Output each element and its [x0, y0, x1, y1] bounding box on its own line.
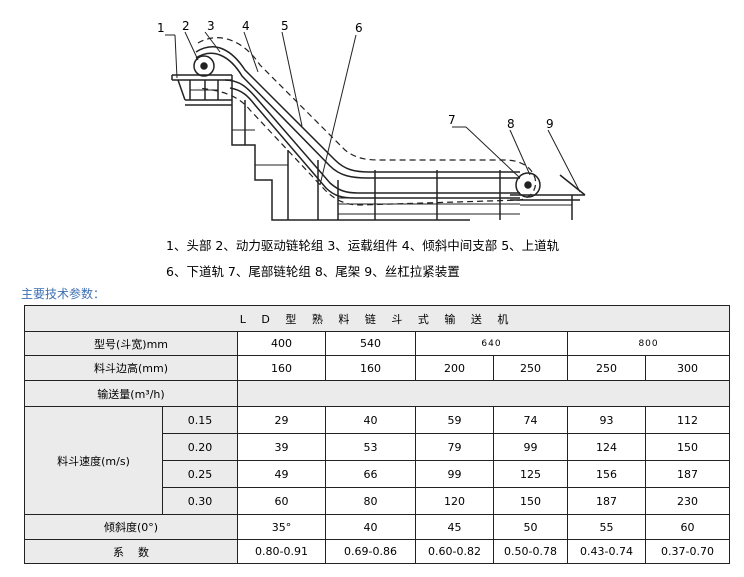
row-label-capacity: 输送量(m³/h): [24, 380, 238, 407]
table-cell: 250: [567, 355, 646, 381]
speed-value: 0.20: [162, 433, 238, 461]
diagram-legend-line-2: 6、下道轨 7、尾部链轮组 8、尾架 9、丝杠拉紧装置: [166, 264, 460, 279]
callout-4: 4: [242, 19, 250, 33]
callout-9: 9: [546, 117, 554, 131]
table-cell: 79: [415, 433, 494, 461]
table-cell: 60: [237, 487, 326, 515]
table-cell: 0.60-0.82: [415, 539, 494, 564]
model-cell: 800: [566, 331, 731, 356]
callout-3: 3: [207, 19, 215, 33]
table-cell: 0.69-0.86: [325, 539, 416, 564]
table-cell: 80: [325, 487, 416, 515]
row-label-height: 料斗边高(mm): [24, 355, 238, 381]
table-cell: 99: [493, 433, 568, 461]
callout-2: 2: [182, 19, 190, 33]
table-cell: 0.43-0.74: [567, 539, 646, 564]
table-cell: 187: [644, 460, 731, 488]
horizontal-section-posts: [374, 170, 501, 220]
table-cell: 150: [644, 433, 731, 461]
table-cell: 112: [644, 406, 731, 434]
table-cell: 49: [237, 460, 326, 488]
chain-loop: [197, 37, 537, 206]
callout-5: 5: [281, 19, 289, 33]
callout-1: 1: [157, 21, 165, 35]
table-row-coefficient: 系 数 0.80-0.91 0.69-0.86 0.60-0.82 0.50-0…: [24, 539, 731, 564]
table-row-capacity: 输送量(m³/h): [24, 380, 731, 407]
row-label-coefficient: 系 数: [24, 539, 238, 564]
table-row-incline: 倾斜度(0°) 35° 40 45 50 55 60: [24, 514, 731, 540]
callout-7: 7: [448, 113, 456, 127]
table-cell: 99: [415, 460, 494, 488]
speed-value: 0.15: [162, 406, 238, 434]
row-label-incline: 倾斜度(0°): [24, 514, 238, 540]
table-cell: 35°: [237, 514, 326, 540]
speed-value: 0.30: [162, 487, 238, 515]
speed-value: 0.25: [162, 460, 238, 488]
table-cell: 230: [644, 487, 731, 515]
table-row: 料斗速度(m/s) 0.15 29 40 59 74 93 112: [24, 406, 731, 515]
upper-rail: [195, 46, 520, 179]
table-cell: 74: [493, 406, 568, 434]
row-label-model: 型号(斗宽)mm: [24, 331, 238, 356]
table-cell: 66: [325, 460, 416, 488]
table-cell: 45: [415, 514, 494, 540]
table-cell: 120: [415, 487, 494, 515]
table-cell: 40: [325, 406, 416, 434]
table-cell: 0.50-0.78: [493, 539, 568, 564]
table-cell: 39: [237, 433, 326, 461]
callout-leaders: [165, 31, 581, 193]
model-cell: 540: [325, 331, 416, 356]
table-cell: 0.80-0.91: [237, 539, 326, 564]
table-cell: 59: [415, 406, 494, 434]
table-cell: 53: [325, 433, 416, 461]
table-cell: 50: [493, 514, 568, 540]
table-cell: 40: [325, 514, 416, 540]
table-row-model: 型号(斗宽)mm 400 540 640 800: [24, 331, 731, 356]
diagram-legend-line-1: 1、头部 2、动力驱动链轮组 3、运载组件 4、倾斜中间支部 5、上道轨: [166, 238, 560, 253]
stair-support-frame: [231, 100, 520, 221]
callout-8: 8: [507, 117, 515, 131]
model-cell: 400: [237, 331, 326, 356]
conveyor-structure-diagram: 1 2 3 4 5 6 7 8 9: [157, 19, 586, 221]
head-drive-sprocket: [193, 55, 215, 77]
table-cell: 160: [237, 355, 326, 381]
table-cell: 93: [567, 406, 646, 434]
table-cell: 125: [493, 460, 568, 488]
table-cell: 160: [325, 355, 416, 381]
spec-table: L D 型 熟 料 链 斗 式 输 送 机 型号(斗宽)mm 400 540 6…: [23, 305, 731, 564]
row-label-speed: 料斗速度(m/s): [24, 406, 163, 515]
table-title-row: L D 型 熟 料 链 斗 式 输 送 机: [23, 305, 731, 332]
table-cell: 124: [567, 433, 646, 461]
model-cell: 640: [415, 331, 568, 356]
table-title: L D 型 熟 料 链 斗 式 输 送 机: [23, 305, 731, 332]
tail-section: [510, 172, 586, 220]
head-section-frame: [171, 74, 233, 106]
table-cell: 200: [415, 355, 494, 381]
table-cell: 300: [644, 355, 731, 381]
table-cell: 55: [567, 514, 646, 540]
table-row-height: 料斗边高(mm) 160 160 200 250 250 300: [24, 355, 731, 381]
table-cell: 187: [567, 487, 646, 515]
table-cell: 29: [237, 406, 326, 434]
table-cell: 0.37-0.70: [644, 539, 731, 564]
table-cell: 250: [493, 355, 568, 381]
capacity-blank-cell: [236, 380, 731, 407]
callout-6: 6: [355, 21, 363, 35]
table-cell: 60: [644, 514, 731, 540]
lower-rail: [224, 79, 520, 199]
table-cell: 150: [493, 487, 568, 515]
table-cell: 156: [567, 460, 646, 488]
section-title: 主要技术参数：: [21, 287, 106, 301]
table-row: 0.30 60 80 120 150 187 230: [25, 487, 731, 515]
